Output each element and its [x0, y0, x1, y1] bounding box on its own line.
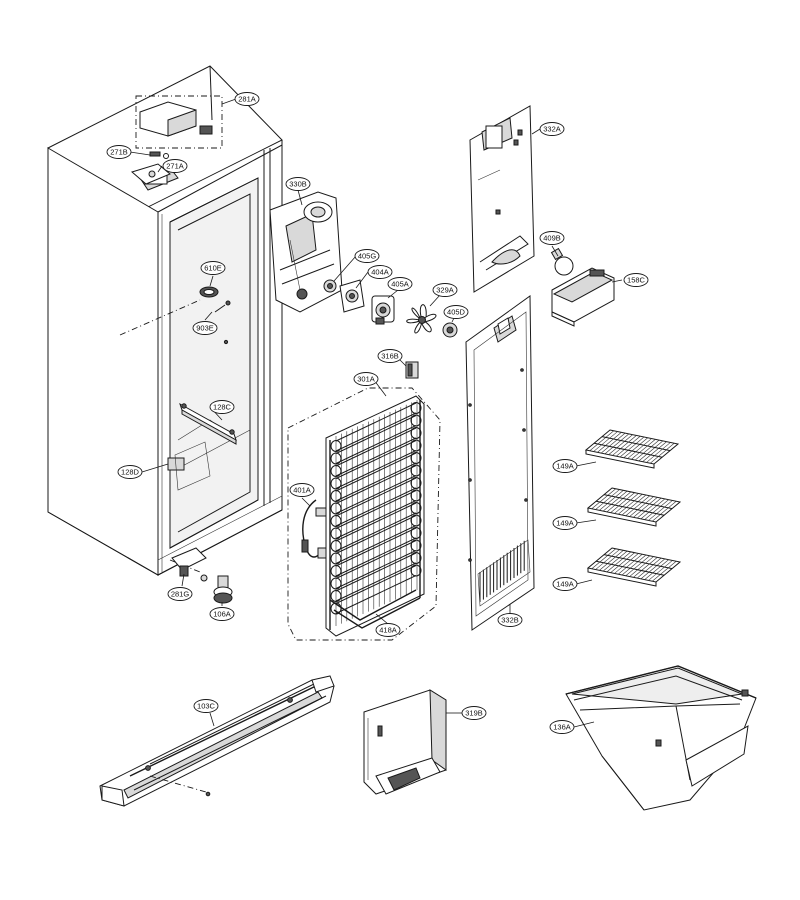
vent-grille: [477, 539, 531, 607]
defrost-wire-401A: [301, 499, 327, 559]
svg-text:281G: 281G: [171, 590, 190, 599]
callout-106A: 106A: [209, 607, 235, 621]
callout-418A: 418A: [375, 623, 401, 637]
svg-text:405A: 405A: [391, 280, 409, 289]
svg-text:103C: 103C: [197, 702, 216, 711]
duct-panel-332A: [469, 105, 535, 293]
svg-text:330B: 330B: [289, 180, 307, 189]
callout-903E: 903E: [192, 321, 218, 335]
callout-319B: 319B: [461, 706, 487, 720]
svg-text:405D: 405D: [447, 308, 466, 317]
callout-405G: 405G: [354, 249, 380, 263]
callout-409B: 409B: [539, 231, 565, 245]
sensor-316B: [405, 361, 419, 379]
svg-text:149A: 149A: [556, 519, 574, 528]
svg-text:404A: 404A: [371, 268, 389, 277]
wire-shelf-149A-bottom: [586, 547, 682, 587]
callout-281A: 281A: [234, 92, 260, 106]
callout-330B: 330B: [285, 177, 311, 191]
svg-text:405G: 405G: [358, 252, 377, 261]
svg-text:401A: 401A: [293, 486, 311, 495]
callout-332B: 332B: [497, 613, 523, 627]
bottom-hinge-281G: [171, 547, 208, 582]
motor-bracket-404A: [339, 279, 365, 313]
refrigerator-cabinet: [47, 65, 283, 576]
evaporator-301A: [287, 387, 441, 641]
svg-text:329A: 329A: [436, 286, 454, 295]
callout-158C: 158C: [623, 273, 649, 287]
lamp-cover-158C: [551, 267, 615, 327]
callout-271B: 271B: [106, 145, 132, 159]
shelf-rail-128C: [179, 402, 237, 445]
wire-shelf-149A-top: [584, 429, 680, 469]
leveling-foot-106A: [213, 575, 233, 604]
callout-405A: 405A: [387, 277, 413, 291]
callout-405D: 405D: [443, 305, 469, 319]
svg-text:136A: 136A: [553, 723, 571, 732]
svg-text:610E: 610E: [204, 264, 222, 273]
callout-128C: 128C: [209, 400, 235, 414]
wire-shelf-149A-middle: [586, 487, 682, 527]
svg-text:319B: 319B: [465, 709, 483, 718]
evaporator-cover-332B: [465, 295, 535, 631]
callout-332A: 332A: [539, 122, 565, 136]
svg-text:418A: 418A: [379, 626, 397, 635]
callout-149A-1: 149A: [552, 459, 578, 473]
svg-text:271A: 271A: [166, 162, 184, 171]
callout-316B: 316B: [377, 349, 403, 363]
callout-271A: 271A: [162, 159, 188, 173]
callout-401A: 401A: [289, 483, 315, 497]
callout-301A: 301A: [353, 372, 379, 386]
callout-136A: 136A: [549, 720, 575, 734]
svg-text:409B: 409B: [543, 234, 561, 243]
hinge-cover-281A: [135, 95, 223, 149]
shelf-rail-128D: [167, 441, 211, 491]
svg-text:128D: 128D: [121, 468, 140, 477]
svg-text:332B: 332B: [501, 616, 519, 625]
fan-hub-405D: [442, 322, 458, 338]
svg-text:158C: 158C: [627, 276, 646, 285]
fan-blade-329A: [406, 304, 437, 334]
callout-128D: 128D: [117, 465, 143, 479]
svg-text:316B: 316B: [381, 352, 399, 361]
svg-text:149A: 149A: [556, 580, 574, 589]
callout-610E: 610E: [200, 261, 226, 275]
callout-404A: 404A: [367, 265, 393, 279]
svg-text:271B: 271B: [110, 148, 128, 157]
callout-149A-2: 149A: [552, 516, 578, 530]
callout-329A: 329A: [432, 283, 458, 297]
leader-lines: [129, 98, 623, 728]
callout-281G: 281G: [167, 587, 193, 601]
base-grille-103C: [99, 675, 335, 807]
evaporator-coils: [330, 402, 422, 615]
rubber-mount-405G: [323, 279, 337, 293]
svg-text:281A: 281A: [238, 95, 256, 104]
callout-103C: 103C: [193, 699, 219, 713]
fan-shroud-330B: [269, 191, 343, 313]
cover-319B: [363, 689, 447, 795]
svg-text:106A: 106A: [213, 610, 231, 619]
hinge-parts-271: [130, 151, 171, 185]
callout-149A-3: 149A: [552, 577, 578, 591]
svg-text:128C: 128C: [213, 403, 232, 412]
lamp-socket-parts: [199, 286, 231, 345]
svg-text:332A: 332A: [543, 125, 561, 134]
drawer-bin-136A: [565, 665, 757, 811]
lamp-bulb-409B: [550, 247, 574, 276]
fan-motor-405A: [371, 295, 395, 325]
svg-text:903E: 903E: [196, 324, 214, 333]
svg-text:149A: 149A: [556, 462, 574, 471]
svg-text:301A: 301A: [357, 375, 375, 384]
callout-labels: 281A 271B 271A 330B 332A 610E 405G 404A …: [106, 92, 649, 734]
